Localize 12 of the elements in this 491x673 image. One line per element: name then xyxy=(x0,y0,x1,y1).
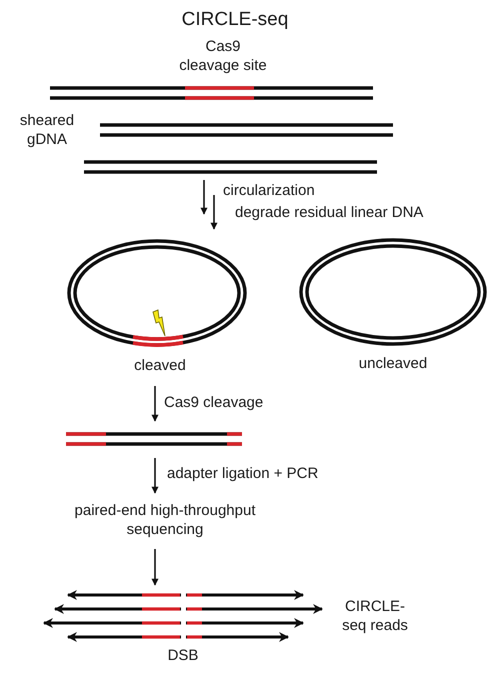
read-label: CIRCLE-seq reads xyxy=(341,597,409,635)
step-label: circularization xyxy=(223,181,316,200)
step-label: adapter ligation + PCR xyxy=(167,464,320,483)
step-label: paired-end high-throughput sequencing xyxy=(74,501,256,539)
break-label: DSB xyxy=(166,646,200,665)
dna-label: sheared gDNA xyxy=(18,111,76,149)
diagram-title: CIRCLE-seq xyxy=(180,8,290,31)
step-label: Cas9 cleavage xyxy=(164,393,264,412)
state-label: uncleaved xyxy=(358,354,428,373)
state-label: cleaved xyxy=(133,356,187,375)
site-label: Cas9 cleavage site xyxy=(178,37,268,75)
step-label: degrade residual linear DNA xyxy=(235,203,424,222)
